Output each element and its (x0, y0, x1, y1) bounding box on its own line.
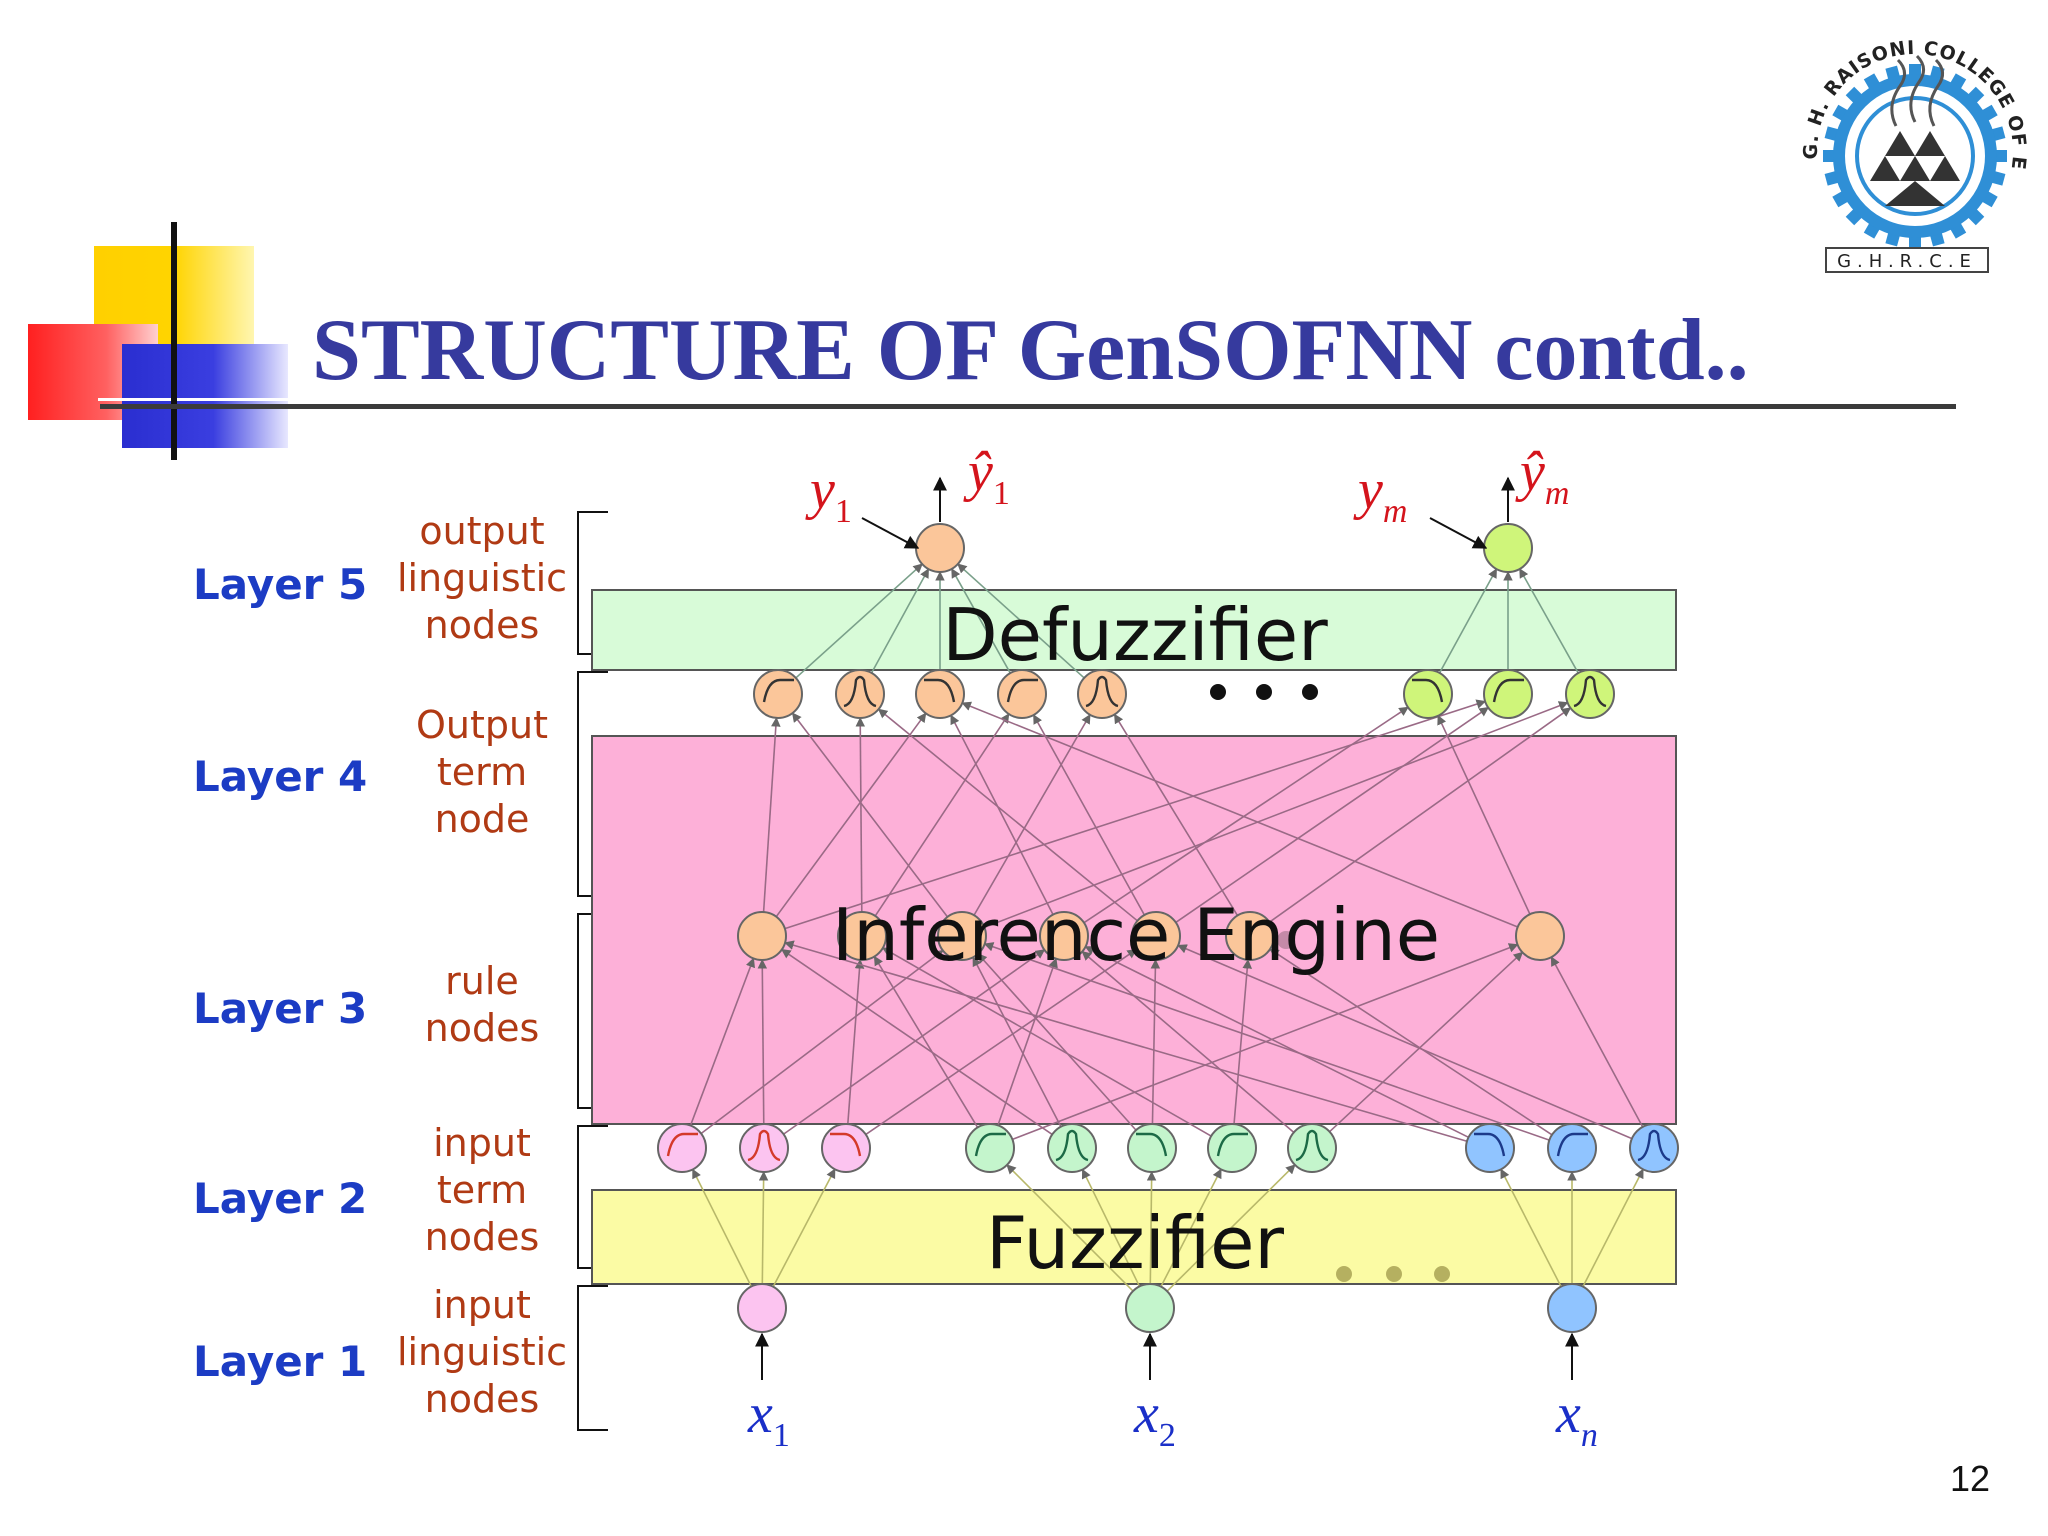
layer-4-description: Output term node (416, 703, 548, 841)
decor-vertical-bar (171, 222, 177, 460)
input-x1-label: x1 (747, 1383, 790, 1454)
bracket-layer-1 (577, 1285, 608, 1431)
target-y1-label: y1 (805, 459, 852, 530)
defuzzifier-block (591, 589, 1677, 671)
logo-lamps-icon (1870, 54, 1960, 206)
predicted-ym-label: ŷm (1515, 441, 1569, 512)
layer-3-description: rule nodes (424, 959, 540, 1050)
layer-2-description: input term nodes (424, 1121, 540, 1259)
fuzzifier-block (591, 1189, 1677, 1285)
defuzzifier-label: Defuzzifier (942, 593, 1328, 677)
network-connections (689, 563, 1644, 1292)
layer-1-label: Layer 1 (193, 1337, 368, 1386)
target-ym-label: ym (1353, 459, 1407, 530)
predicted-y1-label: ŷ1 (963, 441, 1010, 512)
college-logo: G. H. RAISONI COLLEGE OF ENGINEERING G.H… (1778, 6, 2029, 273)
page-number: 12 (1950, 1458, 1991, 1499)
network-nodes (657, 523, 1679, 1333)
layer-2-label: Layer 2 (193, 1174, 368, 1223)
output-arrows (861, 476, 1515, 549)
layer-3-label: Layer 3 (193, 984, 368, 1033)
layer-1-description: input linguistic nodes (396, 1283, 568, 1421)
layer-5-label: Layer 5 (193, 560, 368, 609)
inference-engine-label: Inference Engine (832, 893, 1440, 977)
decor-blue-square (122, 344, 288, 448)
title-underline (100, 404, 1956, 409)
input-arrows (755, 1332, 1579, 1380)
layer-4-label: Layer 4 (193, 752, 368, 801)
input-xn-label: xn (1555, 1383, 1598, 1454)
input-x2-label: x2 (1133, 1383, 1176, 1454)
decor-white-hline (98, 398, 298, 401)
slide-title: STRUCTURE OF GenSOFNN contd.. (312, 302, 1749, 399)
layer-5-description: output linguistic nodes (396, 509, 568, 647)
fuzzifier-label: Fuzzifier (986, 1201, 1284, 1285)
logo-abbrev: G.H.R.C.E (1837, 251, 1977, 272)
